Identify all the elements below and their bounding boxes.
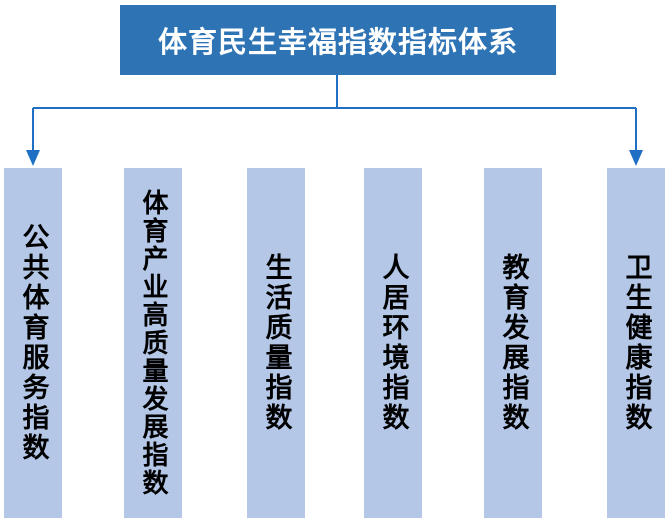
column-label: 卫生健康指数	[620, 253, 652, 433]
column-label: 公共体育服务指数	[17, 223, 49, 463]
column-label: 人居环境指数	[377, 253, 409, 433]
column-health-index: 卫生健康指数	[607, 168, 665, 518]
diagram-title: 体育民生幸福指数指标体系	[120, 5, 556, 75]
column-living-environment-index: 人居环境指数	[364, 168, 422, 518]
column-label: 生活质量指数	[260, 253, 292, 433]
column-quality-of-life-index: 生活质量指数	[247, 168, 305, 518]
column-public-sports-service-index: 公共体育服务指数	[4, 168, 62, 518]
column-education-development-index: 教育发展指数	[484, 168, 542, 518]
arrow-down-icon	[629, 150, 643, 166]
column-label: 教育发展指数	[497, 253, 529, 433]
column-sports-industry-development-index: 体育产业高质量发展指数	[124, 168, 182, 518]
column-label: 体育产业高质量发展指数	[138, 189, 168, 497]
arrow-down-icon	[26, 150, 40, 166]
